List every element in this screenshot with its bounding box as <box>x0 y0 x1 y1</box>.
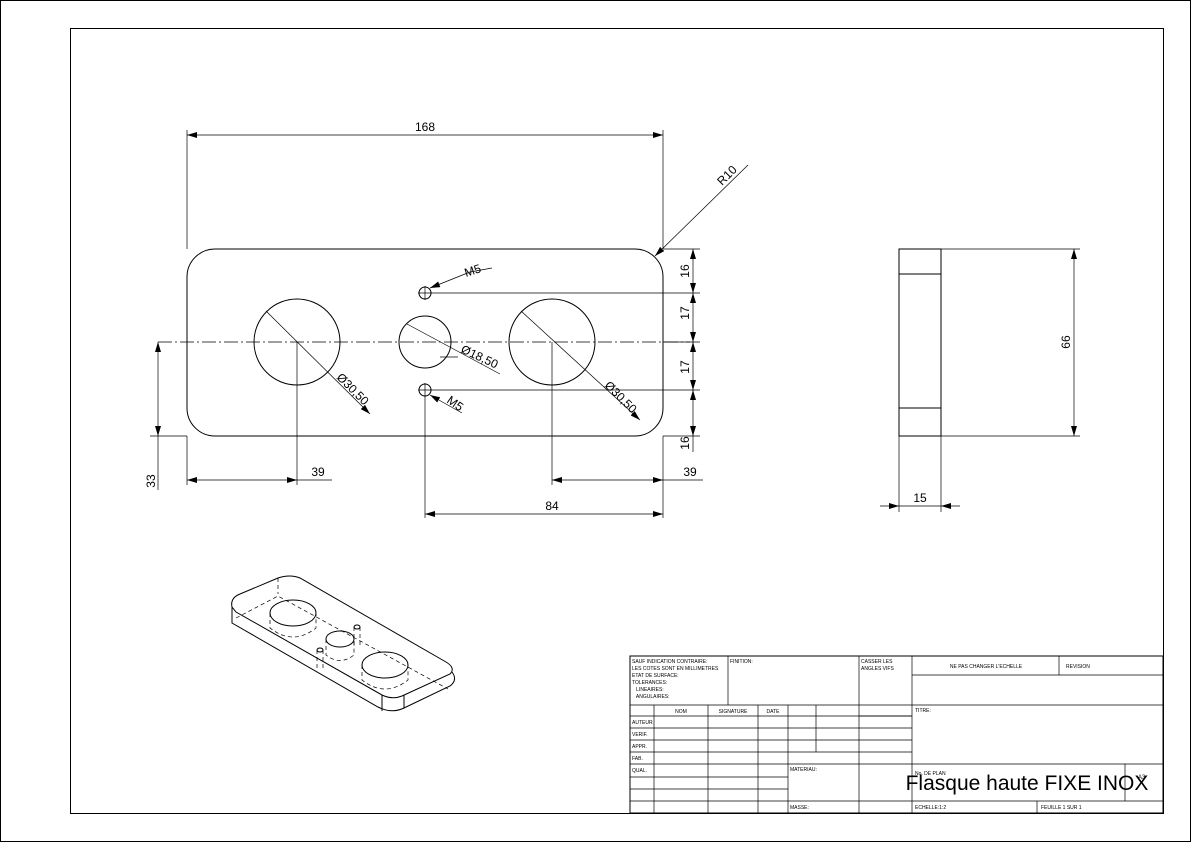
dim-hole-center: Ø18,50 <box>459 342 501 371</box>
dim-side-thickness: 15 <box>913 491 927 505</box>
tb-row-appr: APPR. <box>632 744 647 750</box>
drawing-frame <box>70 28 1164 814</box>
dim-hole-left: Ø30,50 <box>334 370 372 408</box>
tb-row-verif: VERIF. <box>632 732 648 738</box>
tb-break-edges-2: ANGLES VIFS <box>861 666 894 672</box>
tb-note-1: SAUF INDICATION CONTRAIRE: <box>632 659 707 665</box>
dim-h84: 84 <box>545 499 559 513</box>
tb-row-qual: QUAL. <box>632 768 647 774</box>
side-outline <box>898 248 942 437</box>
iso-top-face <box>231 575 453 699</box>
tb-sheet-no: FEUILLE 1 SUR 1 <box>1041 805 1082 811</box>
dim-v17-a: 17 <box>678 306 692 320</box>
tb-break-edges-1: CASSER LES <box>861 659 893 665</box>
tb-row-fab: FAB. <box>632 756 643 762</box>
dim-v16-bottom: 16 <box>678 436 692 450</box>
tb-note-2: LES COTES SONT EN MILLIMETRES <box>632 666 719 672</box>
iso-front-edge <box>231 607 456 712</box>
tb-revision: REVISION <box>1066 664 1090 670</box>
dimensions: 168 R10 M5 M5 Ø18,50 Ø30,50 Ø30,50 16 17… <box>144 120 749 518</box>
tb-note-4: TOLERANCES: <box>632 680 667 686</box>
side-view: 66 15 <box>880 248 1080 512</box>
tb-col-signature: SIGNATURE <box>719 709 748 715</box>
dim-overall-length: 168 <box>415 120 435 134</box>
tb-mass-label: MASSE: <box>790 805 809 811</box>
tb-col-date: DATE <box>767 709 781 715</box>
tb-material-label: MATERIAU: <box>790 767 817 773</box>
dim-v17-b: 17 <box>678 360 692 374</box>
dim-side-height: 66 <box>1059 335 1073 349</box>
tb-sheet-size: A3 <box>1138 775 1146 781</box>
dim-v33: 33 <box>144 474 158 488</box>
tb-drawing-title: Flasque haute FIXE INOX <box>906 772 1149 795</box>
tb-row-auteur: AUTEUR <box>632 720 653 726</box>
iso-hole-center <box>325 630 355 648</box>
dim-v16-top: 16 <box>678 264 692 278</box>
dim-m5-top: M5 <box>463 261 483 280</box>
dim-hole-right: Ø30,50 <box>602 378 640 416</box>
iso-hole-right <box>361 651 409 679</box>
dim-h39-left: 39 <box>311 465 325 479</box>
tb-scale: ECHELLE:1:2 <box>915 805 946 811</box>
tb-note-5: LINEAIRES: <box>632 687 664 693</box>
front-view <box>158 248 690 437</box>
dim-h39-right: 39 <box>683 465 697 479</box>
title-block: SAUF INDICATION CONTRAIRE: LES COTES SON… <box>629 655 1164 814</box>
tb-titre-label: TITRE: <box>915 708 931 714</box>
tb-no-scale: NE PAS CHANGER L'ECHELLE <box>950 664 1023 670</box>
dim-m5-bottom: M5 <box>444 393 466 414</box>
dim-corner-radius: R10 <box>714 162 740 188</box>
tb-col-nom: NOM <box>675 709 687 715</box>
tb-finish: FINITION: <box>730 659 753 665</box>
tb-note-3: ETAT DE SURFACE: <box>632 673 679 679</box>
isometric-view <box>231 575 456 712</box>
tb-note-6: ANGULAIRES: <box>632 694 670 700</box>
tb-drawing-no-label: No. DE PLAN <box>915 771 946 777</box>
